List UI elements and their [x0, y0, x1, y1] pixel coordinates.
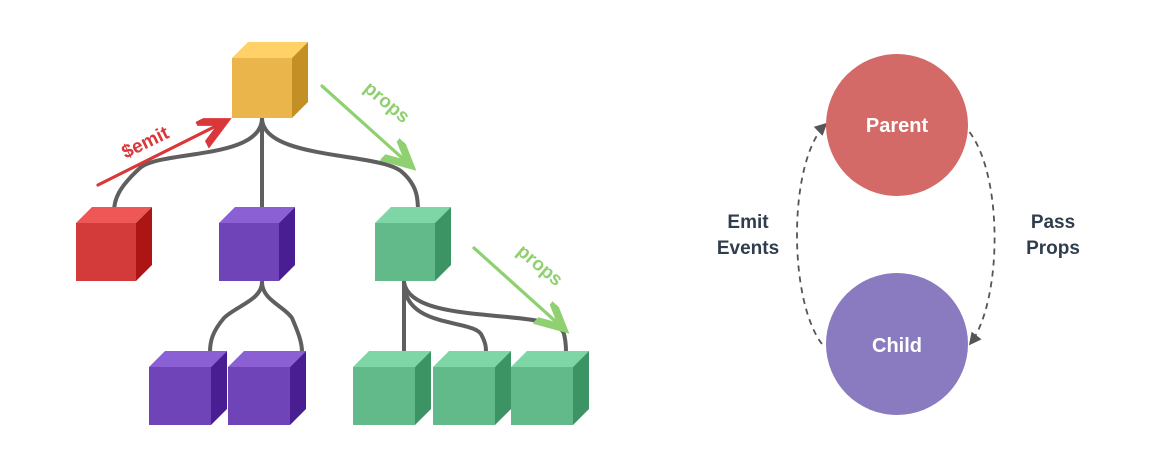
- props-arrow-bottom: [472, 246, 563, 328]
- pass-props-label-line1: Pass: [1031, 212, 1075, 233]
- props-arrow-top-group: props: [320, 78, 414, 165]
- dashed-arc-left: [796, 122, 828, 345]
- cube-purple-right: [228, 351, 306, 425]
- connector-green-to-middle: [402, 280, 488, 354]
- cube-purple-left: [149, 351, 227, 425]
- emit-events-label-line1: Emit: [727, 212, 769, 233]
- connector-purple-to-left: [208, 280, 264, 354]
- connector-root-to-green: [260, 116, 420, 214]
- child-label: Child: [872, 335, 922, 357]
- tree-cubes: [76, 42, 589, 425]
- cube-green-mid: [375, 207, 451, 281]
- dashed-arc-right: [961, 123, 996, 346]
- props-arrow-top: [320, 84, 410, 165]
- props-label-top: props: [360, 78, 414, 128]
- props-label-bottom: props: [513, 241, 567, 291]
- child-circle: [826, 273, 968, 415]
- cube-green-right: [511, 351, 589, 425]
- cube-green-left: [353, 351, 431, 425]
- tree-connectors: [112, 116, 568, 354]
- connector-purple-to-right: [260, 280, 304, 354]
- cube-purple-mid: [219, 207, 295, 281]
- cube-root: [232, 42, 308, 118]
- parent-label: Parent: [866, 115, 929, 137]
- parent-circle: [826, 54, 968, 196]
- cube-green-middle: [433, 351, 511, 425]
- cube-red: [76, 207, 152, 281]
- emit-arrow: [96, 122, 224, 187]
- emit-events-label-line2: Events: [717, 238, 779, 259]
- communication-cycle: Parent Child Emit Events Pass Props: [717, 54, 1080, 415]
- pass-props-label-line2: Props: [1026, 238, 1080, 259]
- connector-root-to-red: [112, 116, 264, 214]
